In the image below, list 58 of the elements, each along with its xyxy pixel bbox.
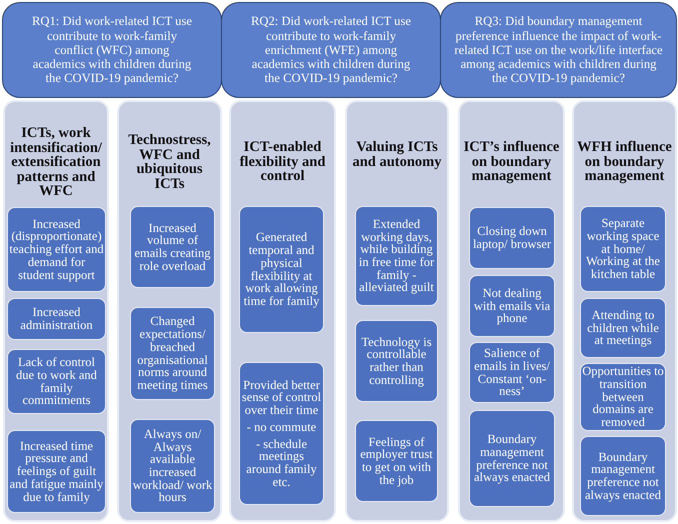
finding-text: Changed expectations/ breached organisational norms around meeting times — [136, 315, 209, 392]
finding-text: Closing down laptop/ browser — [472, 225, 552, 251]
theme-heading: ICT-enabled flexibility and control — [238, 140, 326, 184]
finding-text: Technology is controllable rather than controlling — [360, 336, 433, 386]
question-text: RQ3: Did boundary management preference influence the impact of work-related ICT use on the work/life interface among academics with children during the COVID-19 pandemic? — [453, 14, 664, 86]
theme-column — [345, 100, 449, 522]
finding-box — [130, 206, 215, 288]
finding-box — [130, 419, 215, 513]
finding-text: Boundary management preference not always enacted — [472, 433, 551, 484]
finding-text: Always on/ Always available increased workload/ work hours — [132, 428, 213, 504]
finding-text: - schedule meetings around family etc. — [245, 438, 318, 488]
theme-column — [3, 100, 109, 522]
theme-heading: WFH influence on boundary management — [576, 140, 673, 184]
finding-box — [580, 206, 666, 292]
question-box — [440, 2, 677, 98]
finding-text: Increased (disproportionate) teaching effort and demand for student support — [9, 218, 104, 282]
theme-heading: Valuing ICTs and autonomy — [351, 140, 443, 169]
theme-heading: Technostress, WFC and ubiquitous ICTs — [127, 133, 212, 191]
finding-text: Lack of control due to work and family commitments — [15, 356, 98, 407]
finding-text: Salience of emails in lives/ Constant ‘on-ness’ — [473, 347, 551, 398]
question-box — [2, 2, 222, 98]
finding-text: - no commute — [246, 420, 316, 434]
theme-column — [117, 100, 222, 522]
finding-box — [239, 206, 324, 333]
finding-box — [239, 362, 324, 505]
question-box — [221, 2, 441, 98]
finding-text: Increased administration — [19, 306, 94, 332]
finding-text: Boundary management preference not always enacted — [584, 450, 662, 502]
question-text: RQ1: Did work-related ICT use contribute to work-family conflict (WFC) among academics with children during the COVID-19 pandemic? — [31, 14, 193, 86]
finding-text: Increased time pressure and feelings of guilt and fatigue mainly due to family — [9, 440, 104, 504]
question-text: RQ2: Did work-related ICT use contribute to work-family enrichment (WFE) among academics with children during the COVID-19 pandemic? — [250, 14, 412, 86]
finding-text: Not dealing with emails via phone — [472, 286, 552, 326]
finding-box — [580, 436, 666, 516]
theme-column — [229, 100, 336, 522]
theme-heading: ICTs, work intensification/ extensification patterns and WFC — [9, 126, 103, 198]
finding-box — [355, 206, 438, 306]
finding-text: Provided better sense of control over their time — [241, 378, 322, 417]
finding-text: Separate working space at home/ Working at the kitchen table — [585, 217, 661, 281]
finding-text: Increased volume of emails creating role overload — [133, 222, 212, 272]
finding-box — [469, 275, 555, 337]
finding-text: Opportunities to transition between domains are removed — [582, 365, 664, 429]
theme-column — [458, 100, 565, 522]
theme-heading: ICT’s influence on boundary management — [462, 140, 560, 184]
finding-box — [580, 298, 666, 358]
finding-box — [130, 307, 215, 400]
finding-box — [7, 298, 106, 340]
finding-box — [7, 349, 106, 414]
finding-box — [355, 320, 438, 402]
finding-box — [7, 430, 106, 513]
finding-box — [7, 207, 106, 292]
finding-box — [355, 420, 438, 502]
theme-column — [572, 100, 677, 522]
finding-text: Attending to children while at meetings — [586, 308, 660, 348]
finding-box — [469, 207, 555, 269]
finding-text: Generated temporal and physical flexibility at work allowing time for family — [242, 231, 320, 308]
finding-text: Feelings of employer trust to get on with the job — [359, 436, 434, 486]
finding-box — [469, 410, 555, 507]
finding-text: Extended working days, while building in free time for family - alleviated guilt — [358, 218, 436, 294]
